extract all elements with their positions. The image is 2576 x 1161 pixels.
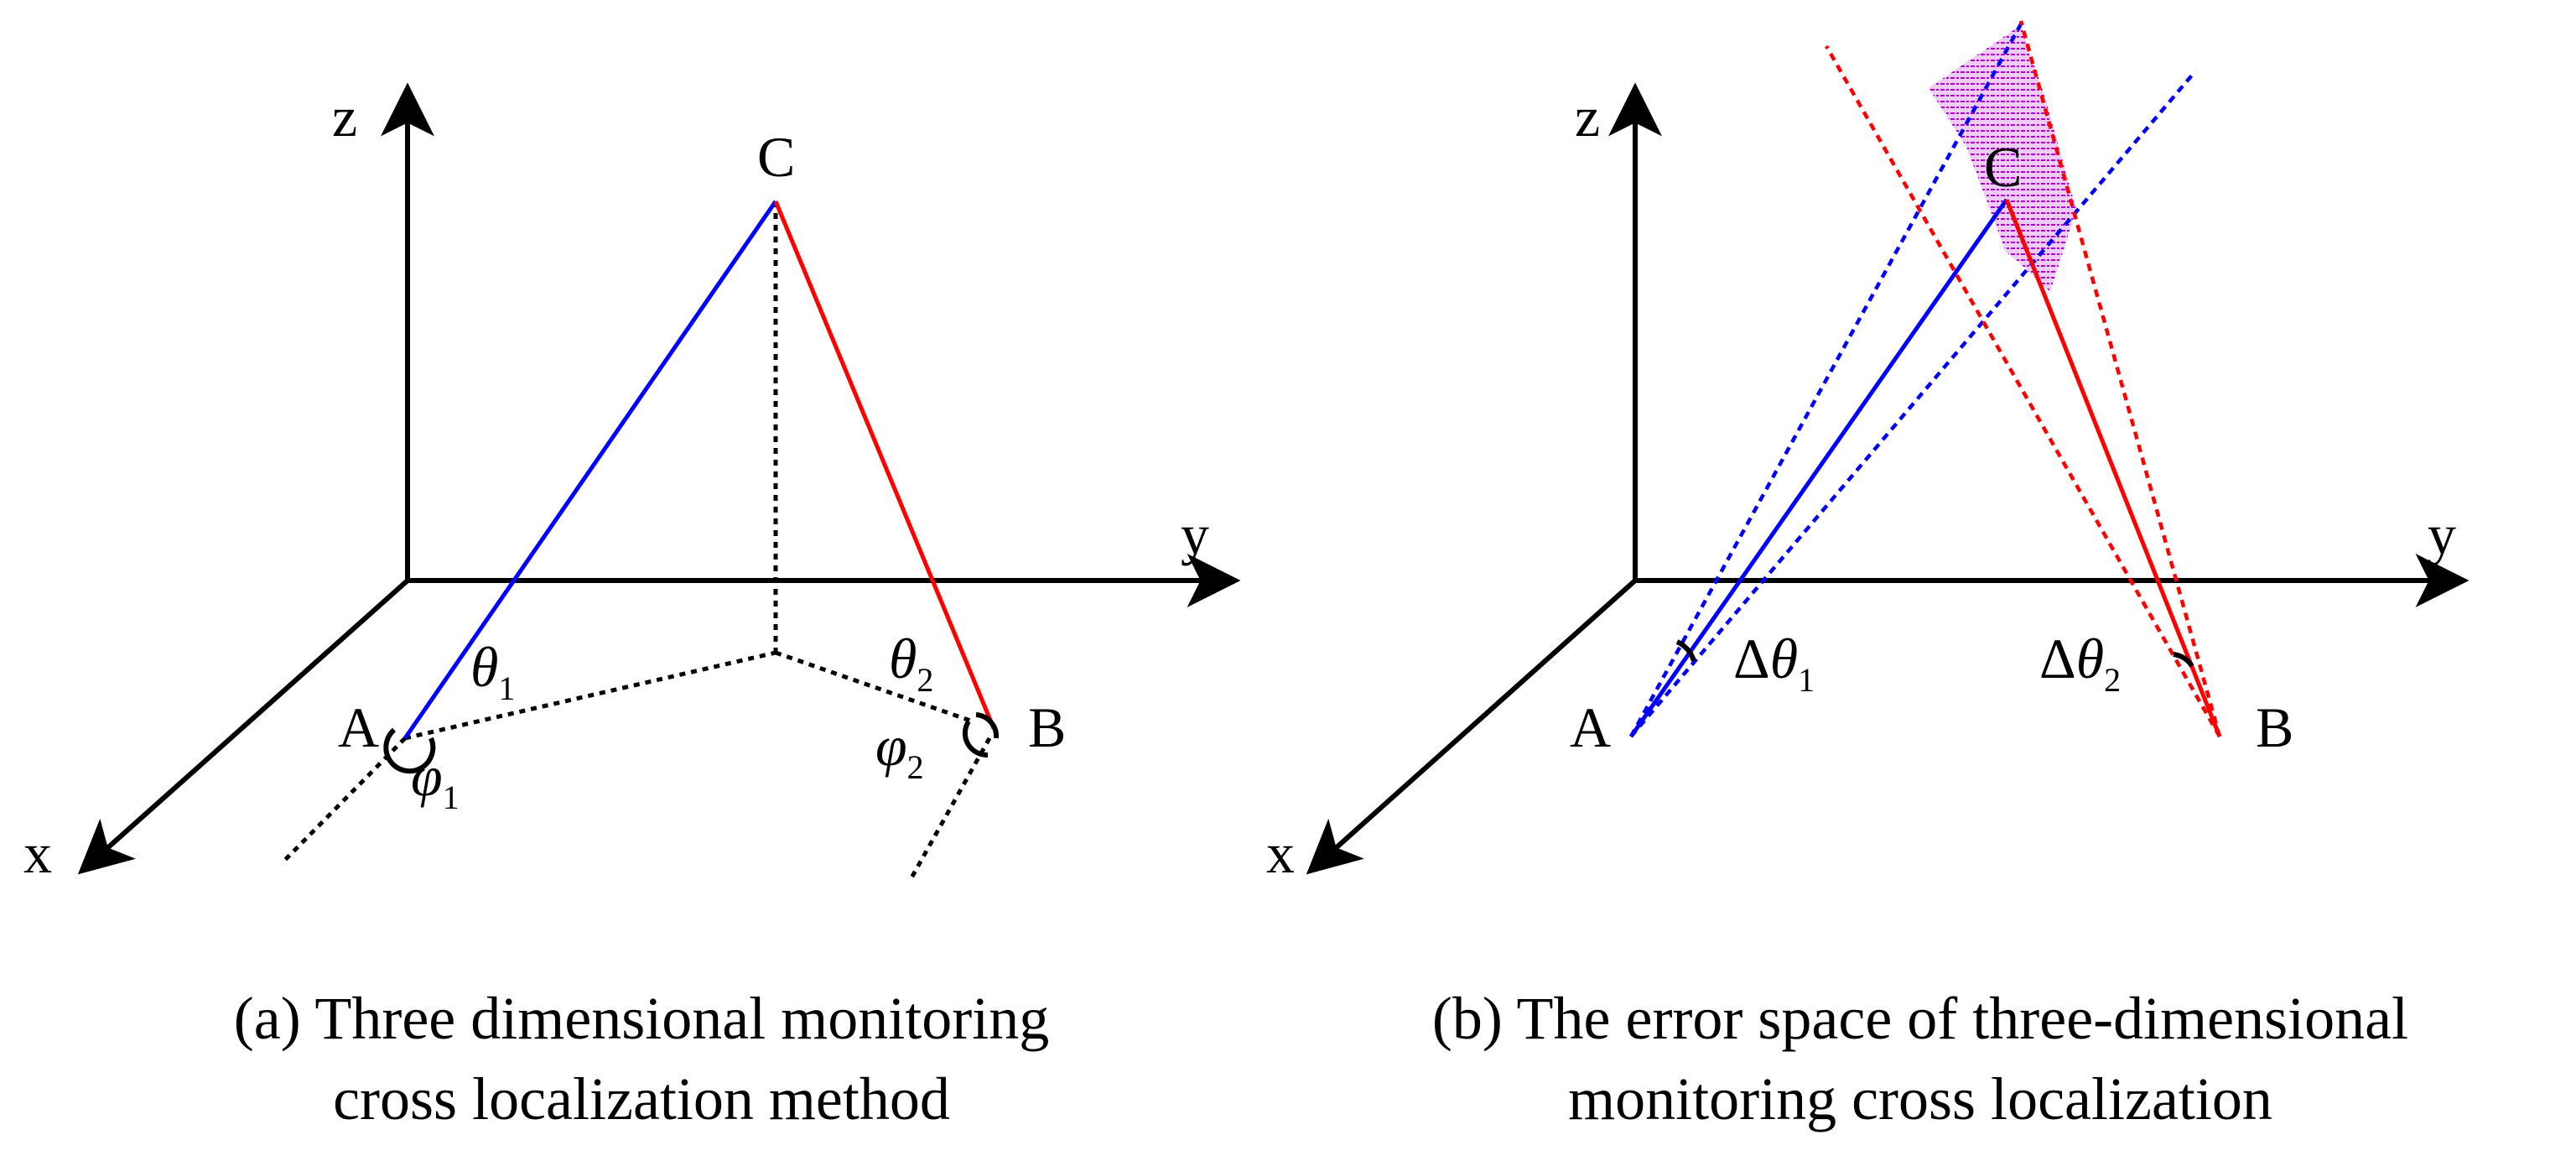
angle-label-phi2: φ2 <box>875 714 924 786</box>
dtheta2-arc <box>2173 652 2194 668</box>
caption-a-line2: cross localization method <box>333 1065 950 1132</box>
projection-lines <box>283 201 992 882</box>
angle-label-phi1: φ1 <box>411 744 460 816</box>
panel-a: z y x C A B θ1 θ2 φ1 φ2 (a) Three dimens… <box>23 82 1241 1132</box>
point-label-a: A <box>1570 695 1611 759</box>
caption-b-line2: monitoring cross localization <box>1568 1065 2272 1132</box>
x-axis <box>77 578 409 875</box>
phi1-arc <box>383 727 436 774</box>
axis-label-y: y <box>1181 502 1209 566</box>
angle-label-theta1: θ1 <box>470 635 515 707</box>
angle-label-dtheta2: Δθ2 <box>2039 627 2121 699</box>
sight-line-b-to-c <box>2004 199 2222 737</box>
axis-label-x: x <box>1266 821 1295 885</box>
angle-label-dtheta1: Δθ1 <box>1733 627 1815 699</box>
point-label-c: C <box>757 125 795 189</box>
point-label-a: A <box>338 695 379 759</box>
axis-label-x: x <box>23 821 52 885</box>
sight-line-b-to-c <box>773 200 996 729</box>
axis-label-z: z <box>332 85 357 148</box>
caption-b-line1: (b) The error space of three-dimensional <box>1432 985 2408 1052</box>
angle-label-theta2: θ2 <box>889 627 933 699</box>
phi2-arc <box>962 720 989 758</box>
axis-label-y: y <box>2428 502 2456 566</box>
panel-b: z y x C A B Δθ1 Δθ2 (b) The error space … <box>1266 19 2470 1132</box>
sight-line-a-to-c <box>402 200 778 740</box>
error-bounds-a <box>1629 19 2197 738</box>
caption-a-line1: (a) Three dimensional monitoring <box>234 985 1049 1052</box>
error-region-hatch <box>1929 25 2076 292</box>
sight-line-a-to-c <box>1628 198 2009 738</box>
x-axis <box>1306 578 1637 875</box>
error-bounds-b <box>1825 20 2222 738</box>
point-label-c: C <box>1984 135 2022 199</box>
dtheta1-arc <box>1675 639 1696 662</box>
point-label-b: B <box>2256 695 2293 759</box>
axis-label-z: z <box>1575 85 1600 148</box>
point-label-b: B <box>1028 695 1066 759</box>
phi2-arc-2 <box>975 712 1000 739</box>
